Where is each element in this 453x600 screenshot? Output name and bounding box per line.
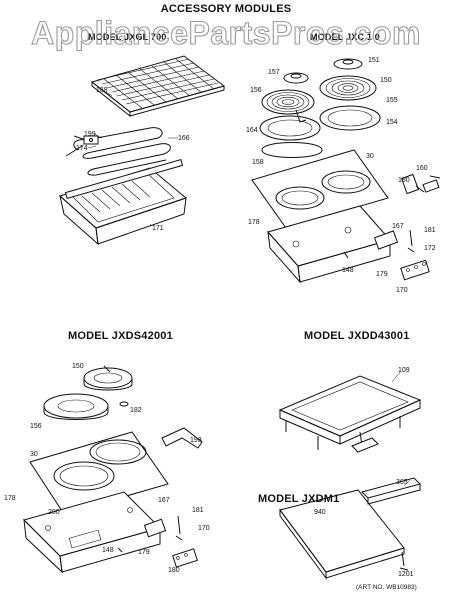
callout-150: 150 [380, 77, 392, 84]
terminal-block-parts [343, 173, 441, 281]
callout-150b: 150 [72, 363, 84, 370]
callout-30b: 30 [30, 451, 38, 458]
callout-156b: 156 [30, 423, 42, 430]
callout-109: 109 [398, 367, 410, 374]
callout-167b: 167 [158, 497, 170, 504]
callout-940: 940 [314, 509, 326, 516]
callout-180b: 180 [168, 567, 180, 574]
cooktop-panel [251, 149, 389, 229]
surface-unit-right [319, 75, 377, 101]
callout-193: 193 [190, 437, 202, 444]
receptacle-parts [283, 58, 363, 84]
callout-158: 158 [252, 159, 264, 166]
callout-1201: 1201 [398, 571, 414, 578]
callout-157: 157 [268, 69, 280, 76]
callout-178b: 178 [4, 495, 16, 502]
grill-heating-element [65, 127, 171, 176]
cover-module-diagram [279, 477, 421, 580]
griddle-module-diagram [278, 371, 422, 453]
callout-154: 154 [386, 119, 398, 126]
model-heading-jxc10: MODEL JXC 1 0 [310, 32, 380, 42]
model-heading-jxgl700: MODEL JXGL 700 [88, 32, 167, 42]
watermark-logo: AppliancePartsPros.com [31, 15, 421, 51]
drip-bowls [259, 105, 381, 158]
callout-172: 172 [424, 245, 436, 252]
grill-drip-pan [59, 158, 188, 246]
callout-148: 148 [342, 267, 354, 274]
callout-181: 181 [424, 227, 436, 234]
model-heading-jxdd43001: MODEL JXDD43001 [304, 330, 410, 342]
callout-179b: 179 [138, 549, 150, 556]
art-number: (ART NO. WB10983) [356, 584, 417, 591]
callout-30: 30 [366, 153, 374, 160]
callout-179: 179 [376, 271, 388, 278]
callout-171: 171 [152, 225, 164, 232]
callout-200: 200 [48, 509, 60, 516]
control-bracket [161, 427, 203, 449]
callout-167: 167 [392, 223, 404, 230]
callout-168: 168 [96, 87, 108, 94]
cooktop-base-pan [23, 491, 161, 574]
callout-178: 178 [248, 219, 260, 226]
callout-155: 155 [386, 97, 398, 104]
surface-unit-left [261, 89, 315, 123]
callout-199: 199 [84, 131, 96, 138]
coil-cooktop-module-diagram [251, 58, 441, 284]
grill-grate [90, 55, 226, 118]
callout-170: 170 [396, 287, 408, 294]
page-title: ACCESSORY MODULES [161, 3, 292, 15]
terminal-block-parts [117, 515, 198, 568]
model-heading-jxds42001: MODEL JXDS42001 [68, 330, 173, 342]
callout-166: 166 [178, 135, 190, 142]
callout-148b: 148 [102, 547, 114, 554]
model-heading-jxdm1: MODEL JXDM1 [258, 493, 339, 505]
callout-160: 160 [416, 165, 428, 172]
callout-164: 164 [246, 127, 258, 134]
callout-labels: 168 199 174 166 171 157 151 156 150 155 … [4, 57, 436, 578]
callout-174: 174 [76, 145, 88, 152]
callout-181b: 181 [192, 507, 204, 514]
radiant-surface-units [43, 365, 133, 420]
callout-182: 182 [130, 407, 142, 414]
grill-module-diagram [59, 55, 226, 246]
callout-170b: 170 [198, 525, 210, 532]
callout-156: 156 [250, 87, 262, 94]
callout-180: 180 [398, 177, 410, 184]
callout-365: 365 [396, 479, 408, 486]
callout-151: 151 [368, 57, 380, 64]
radiant-cooktop-module-diagram [23, 365, 203, 574]
cooktop-panel [29, 431, 169, 515]
